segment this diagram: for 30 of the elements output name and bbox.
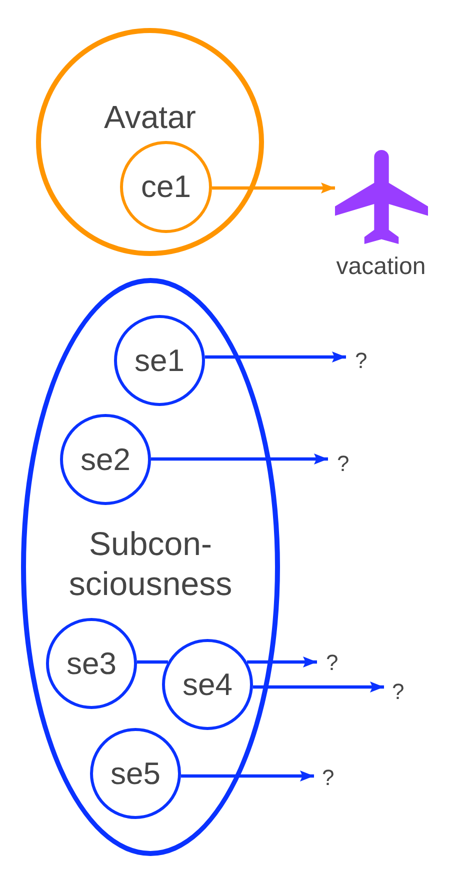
- arrow: [212, 182, 335, 194]
- circle-node: [90, 728, 181, 819]
- node-label: se3: [66, 646, 116, 680]
- node-label: se2: [80, 442, 130, 476]
- group-ellipse: [21, 278, 280, 856]
- node-label: se5: [110, 756, 160, 790]
- arrow: [180, 770, 314, 782]
- circle-node: [114, 315, 205, 406]
- airplane-icon: [335, 150, 428, 244]
- arrow: [247, 656, 317, 668]
- arrow: [204, 352, 346, 362]
- circle-node: [162, 639, 253, 730]
- endpoint-label: ?: [323, 650, 342, 676]
- circle-node: [60, 414, 151, 505]
- node-label: ce1: [141, 170, 191, 204]
- node-label: se1: [134, 344, 184, 378]
- endpoint-label: ?: [389, 679, 408, 705]
- endpoint-label: ?: [319, 765, 338, 791]
- arrow: [252, 682, 384, 692]
- icon-caption: vacation: [336, 253, 426, 281]
- endpoint-label: ?: [334, 451, 352, 477]
- circle-node: [46, 618, 137, 709]
- arrow: [151, 454, 328, 464]
- group-label: Subcon- sciousness: [68, 524, 234, 604]
- group-circle: [36, 28, 264, 256]
- endpoint-label: ?: [352, 348, 370, 374]
- connector-line: [137, 660, 168, 664]
- node-label: se4: [182, 668, 232, 702]
- circle-node: [120, 141, 212, 233]
- group-label: Avatar: [103, 98, 197, 136]
